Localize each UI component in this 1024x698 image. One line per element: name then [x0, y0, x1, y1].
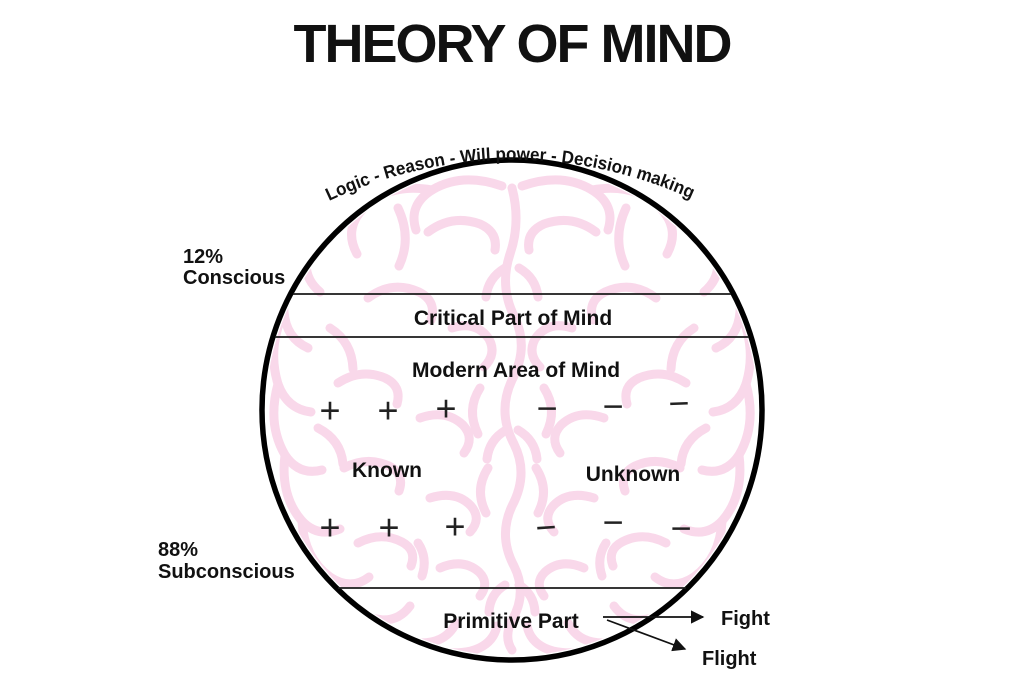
fight-label: Fight	[721, 608, 770, 630]
unknown-label: Unknown	[586, 463, 681, 486]
conscious-label: 12% Conscious	[183, 246, 285, 289]
subconscious-text: Subconscious	[158, 561, 295, 583]
page-title: THEORY OF MIND	[293, 14, 730, 74]
minus-icon: −	[602, 502, 623, 543]
primitive-part-label: Primitive Part	[443, 610, 578, 633]
brain-midline	[500, 183, 526, 655]
minus-icon: −	[670, 508, 691, 549]
minus-icon: −	[602, 386, 623, 427]
minus-icon: −	[536, 388, 557, 429]
unknown-minus-symbols-row1: − − −	[536, 382, 690, 428]
plus-icon: +	[378, 507, 399, 548]
conscious-percent: 12%	[183, 246, 223, 268]
flight-label: Flight	[702, 648, 757, 670]
subconscious-percent: 88%	[158, 539, 198, 561]
brain-illustration	[269, 180, 751, 656]
known-plus-symbols-row1: + + +	[319, 388, 456, 431]
minus-icon: −	[534, 506, 558, 548]
mind-circle	[259, 157, 765, 663]
subconscious-label: 88% Subconscious	[158, 539, 295, 583]
unknown-minus-symbols-row2: − − −	[534, 502, 691, 549]
critical-part-label: Critical Part of Mind	[414, 307, 612, 330]
minus-icon: −	[668, 382, 690, 424]
plus-icon: +	[377, 390, 398, 431]
modern-area-label: Modern Area of Mind	[412, 359, 620, 382]
plus-icon: +	[319, 390, 340, 431]
plus-icon: +	[435, 388, 456, 429]
known-label: Known	[352, 459, 422, 482]
known-plus-symbols-row2: + + +	[319, 506, 465, 548]
flight-arrow	[606, 619, 687, 652]
plus-icon: +	[319, 507, 340, 548]
conscious-text: Conscious	[183, 267, 285, 289]
plus-icon: +	[444, 506, 465, 547]
